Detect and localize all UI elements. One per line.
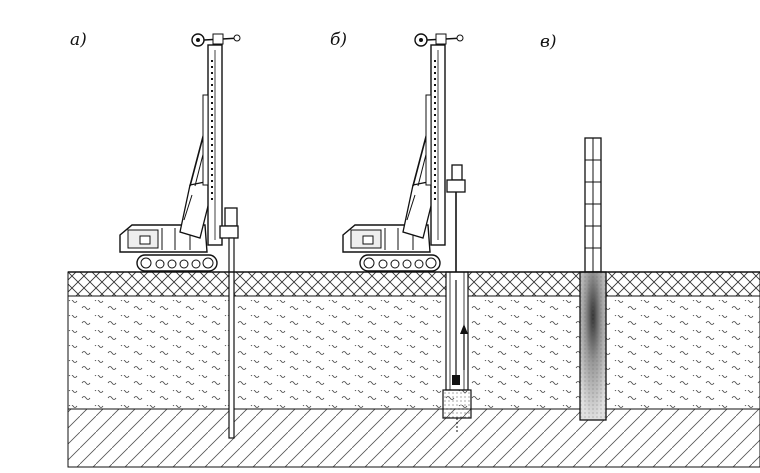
rig-b-rotary-head <box>446 164 466 193</box>
saturated-soil-layer <box>67 295 760 410</box>
pile-c <box>579 137 607 421</box>
concrete-plug <box>442 389 472 419</box>
rig-a-crown <box>191 33 241 47</box>
rig-a-rotary-head <box>219 207 239 239</box>
rig-a-tracks <box>136 254 218 272</box>
casing-borehole <box>445 271 469 391</box>
soil-cross-section <box>67 271 760 468</box>
panel-label-b: б) <box>330 30 348 50</box>
extraction-arrow <box>460 324 468 370</box>
rig-b <box>342 33 472 432</box>
rig-b-crown <box>414 33 464 47</box>
rig-a-mast <box>202 44 223 246</box>
rig-b-tracks <box>359 254 441 272</box>
auger-drill-string <box>228 237 235 439</box>
panel-label-a: а) <box>70 30 87 50</box>
rig-b-mast <box>425 44 446 246</box>
topsoil-layer <box>67 271 760 297</box>
reinforcement-cage <box>584 137 602 273</box>
rig-a <box>119 33 241 439</box>
bearing-soil-layer <box>67 408 760 468</box>
panel-label-c: в) <box>540 32 557 52</box>
